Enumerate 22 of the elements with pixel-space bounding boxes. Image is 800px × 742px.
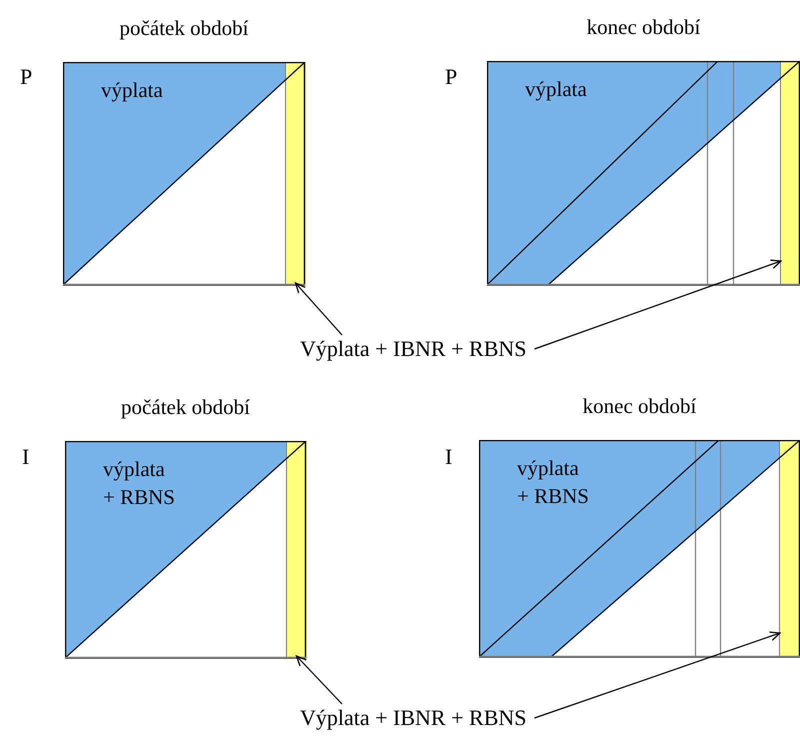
leader-arrow xyxy=(534,631,781,719)
period-heading: konec období xyxy=(586,15,702,39)
area-label: výplata + RBNS xyxy=(517,455,590,510)
row-label: I xyxy=(445,443,452,471)
row-label: P xyxy=(20,63,32,91)
row-label: P xyxy=(445,63,458,91)
leader-text: Výplata + IBNR + RBNS xyxy=(300,704,526,732)
leader-arrow xyxy=(294,282,342,336)
highlight-strip xyxy=(779,440,800,657)
row-label: I xyxy=(22,443,30,471)
leader-arrow xyxy=(296,655,342,704)
leader-arrow xyxy=(534,260,782,350)
period-heading: počátek období xyxy=(118,16,250,40)
area-label: výplata xyxy=(525,76,588,103)
highlight-strip xyxy=(780,61,800,285)
period-heading: počátek období xyxy=(120,395,251,419)
area-label: výplata + RBNS xyxy=(103,456,176,511)
area-label: výplata xyxy=(101,77,164,104)
leader-text: Výplata + IBNR + RBNS xyxy=(300,335,526,363)
highlight-strip xyxy=(285,62,306,285)
highlight-strip xyxy=(286,441,307,658)
period-heading: konec období xyxy=(582,394,698,418)
